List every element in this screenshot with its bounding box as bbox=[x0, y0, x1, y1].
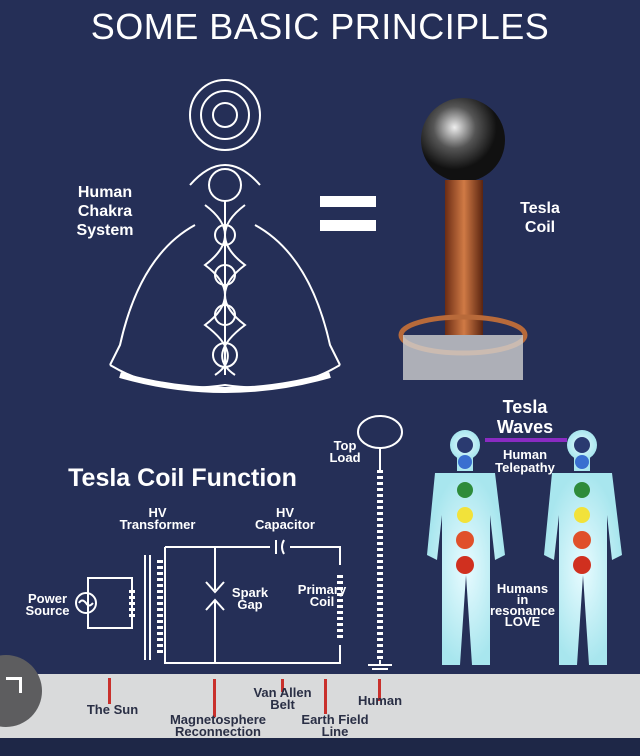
scale-marker-earth-field bbox=[324, 679, 327, 714]
scale-marker-van-allen bbox=[281, 679, 284, 692]
power-source-label: Power Source bbox=[25, 591, 70, 618]
scale-marker-magnetosphere bbox=[213, 679, 216, 717]
bottom-strip bbox=[0, 738, 640, 756]
resonance-line-1: Humans bbox=[496, 581, 549, 596]
ac-source-icon bbox=[75, 592, 97, 614]
top-load-label: Top Load bbox=[329, 438, 361, 465]
scale-label-magnetosphere: Magnetosphere Reconnection bbox=[169, 712, 267, 739]
chakra-figure-illustration bbox=[109, 79, 341, 393]
page-title: SOME BASIC PRINCIPLES bbox=[90, 6, 550, 47]
waves-label: Waves bbox=[496, 417, 554, 437]
scale-marker-human bbox=[378, 679, 381, 701]
top-load-icon bbox=[357, 415, 403, 449]
equals-sign-top-bar bbox=[320, 196, 376, 207]
hv-transformer-label: HV Transformer bbox=[119, 505, 196, 532]
resonance-line-4: LOVE bbox=[504, 614, 541, 629]
frequency-scale-band: The Sun Magnetosphere Reconnection Van A… bbox=[0, 674, 640, 738]
resonance-line-2: in bbox=[516, 592, 529, 607]
chakra-system-label: Human Chakra System bbox=[76, 184, 134, 239]
tesla-coil-photo bbox=[398, 98, 528, 380]
equals-sign-bottom-bar bbox=[320, 220, 376, 231]
tesla-coil-label: Tesla Coil bbox=[520, 200, 560, 236]
scale-label-van-allen: Van Allen Belt bbox=[253, 685, 312, 712]
resonance-label: Humans in resonance LOVE bbox=[485, 581, 560, 629]
scale-marker-sun bbox=[108, 678, 111, 704]
expand-corner-icon bbox=[6, 677, 22, 693]
hv-capacitor-label: HV Capacitor bbox=[255, 505, 315, 532]
waves-underline bbox=[485, 438, 567, 442]
spark-gap-label: Spark Gap bbox=[231, 585, 269, 612]
chakra-dots bbox=[456, 437, 591, 574]
primary-coil-label: Primary Coil bbox=[297, 582, 347, 609]
telepathy-label: Human Telepathy bbox=[495, 447, 555, 475]
circuit-heading: Tesla Coil Function bbox=[68, 464, 297, 492]
crown-lotus-icon bbox=[189, 79, 261, 151]
scale-label-human: Human bbox=[357, 693, 403, 708]
tesla-label: Tesla bbox=[502, 397, 548, 417]
scale-label-earth-field: Earth Field Line bbox=[301, 712, 369, 739]
circuit-diagram bbox=[75, 415, 403, 670]
scale-label-sun: The Sun bbox=[86, 702, 139, 717]
resonance-line-3: resonance bbox=[489, 603, 556, 618]
human-figures-illustration bbox=[427, 430, 622, 665]
